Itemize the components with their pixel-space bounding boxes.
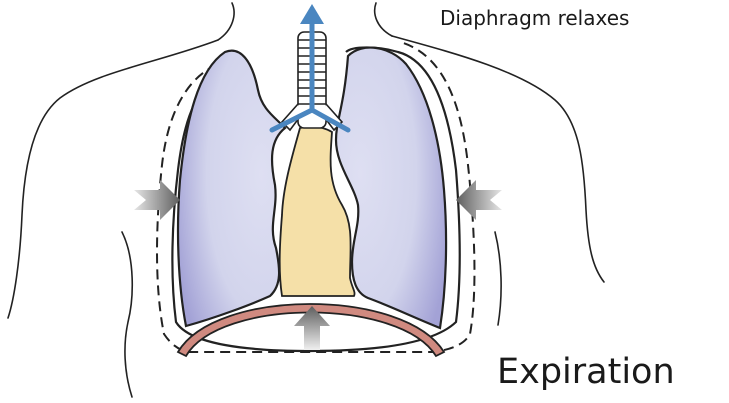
state-label: Diaphragm relaxes	[440, 6, 630, 30]
shoulder-left	[7, 39, 219, 319]
arrow-up-icon	[269, 4, 351, 133]
neck-right	[373, 2, 393, 37]
phase-label: Expiration	[497, 352, 675, 392]
armpit-right	[494, 231, 502, 326]
heart	[278, 125, 356, 297]
armpit-left	[121, 231, 134, 398]
arrow-left-icon	[456, 180, 502, 220]
diaphragm-push-arrow-icon	[294, 306, 330, 350]
left-lung	[176, 49, 287, 328]
chest-wall-expanded-outline	[156, 41, 476, 353]
pleural-outline	[171, 46, 461, 353]
diaphragm	[176, 303, 446, 358]
body-outline	[7, 2, 605, 398]
right-lung	[334, 46, 448, 330]
shoulder-right	[391, 35, 605, 283]
arrow-right-icon	[134, 180, 180, 220]
thoracic-cavity	[156, 41, 476, 353]
neck-left	[217, 2, 235, 41]
